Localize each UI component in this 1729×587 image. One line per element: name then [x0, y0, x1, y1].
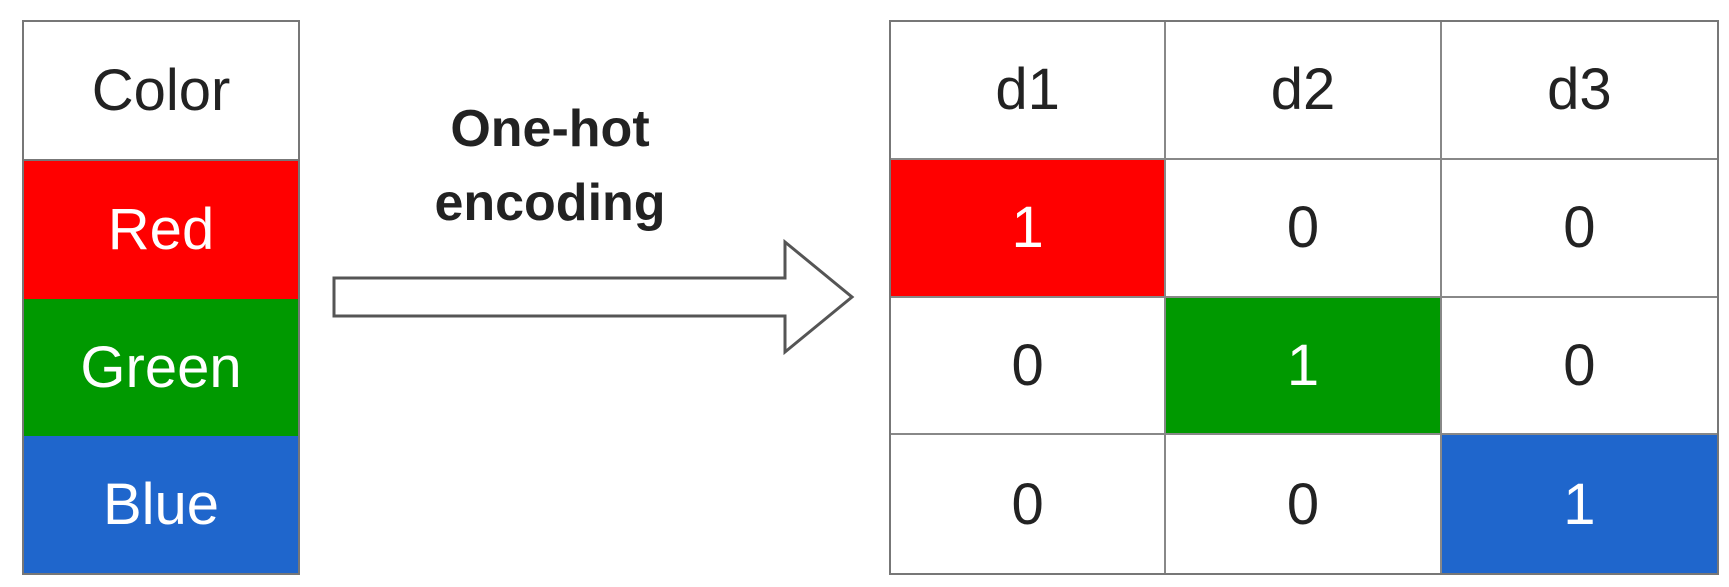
- color-row-red: Red: [24, 161, 298, 299]
- encoding-label: One-hot encoding: [370, 92, 730, 240]
- matrix-cell: 0: [1441, 160, 1717, 298]
- color-table-header: Color: [24, 22, 298, 162]
- encoding-label-line2: encoding: [434, 174, 666, 232]
- matrix-cell: 1: [1166, 297, 1442, 436]
- color-table: Color Red Green Blue: [22, 20, 300, 575]
- matrix-cell: 0: [1166, 159, 1442, 298]
- matrix-cell: 0: [1441, 298, 1717, 436]
- right-arrow-icon: [332, 238, 855, 356]
- matrix-cell: 0: [891, 297, 1167, 436]
- one-hot-matrix: d1 d2 d3 1 0 0 0 1 0 0 0 1: [889, 20, 1719, 575]
- matrix-cell: 1: [891, 159, 1167, 298]
- encoding-label-line1: One-hot: [450, 100, 650, 158]
- matrix-cell: 0: [1166, 435, 1442, 573]
- color-row-blue: Blue: [24, 435, 298, 573]
- color-row-green: Green: [24, 298, 298, 436]
- matrix-header-d3: d3: [1441, 22, 1717, 160]
- matrix-header-d2: d2: [1166, 22, 1442, 160]
- matrix-header-d1: d1: [891, 22, 1167, 160]
- matrix-cell: 0: [891, 435, 1167, 573]
- matrix-cell: 1: [1441, 435, 1717, 573]
